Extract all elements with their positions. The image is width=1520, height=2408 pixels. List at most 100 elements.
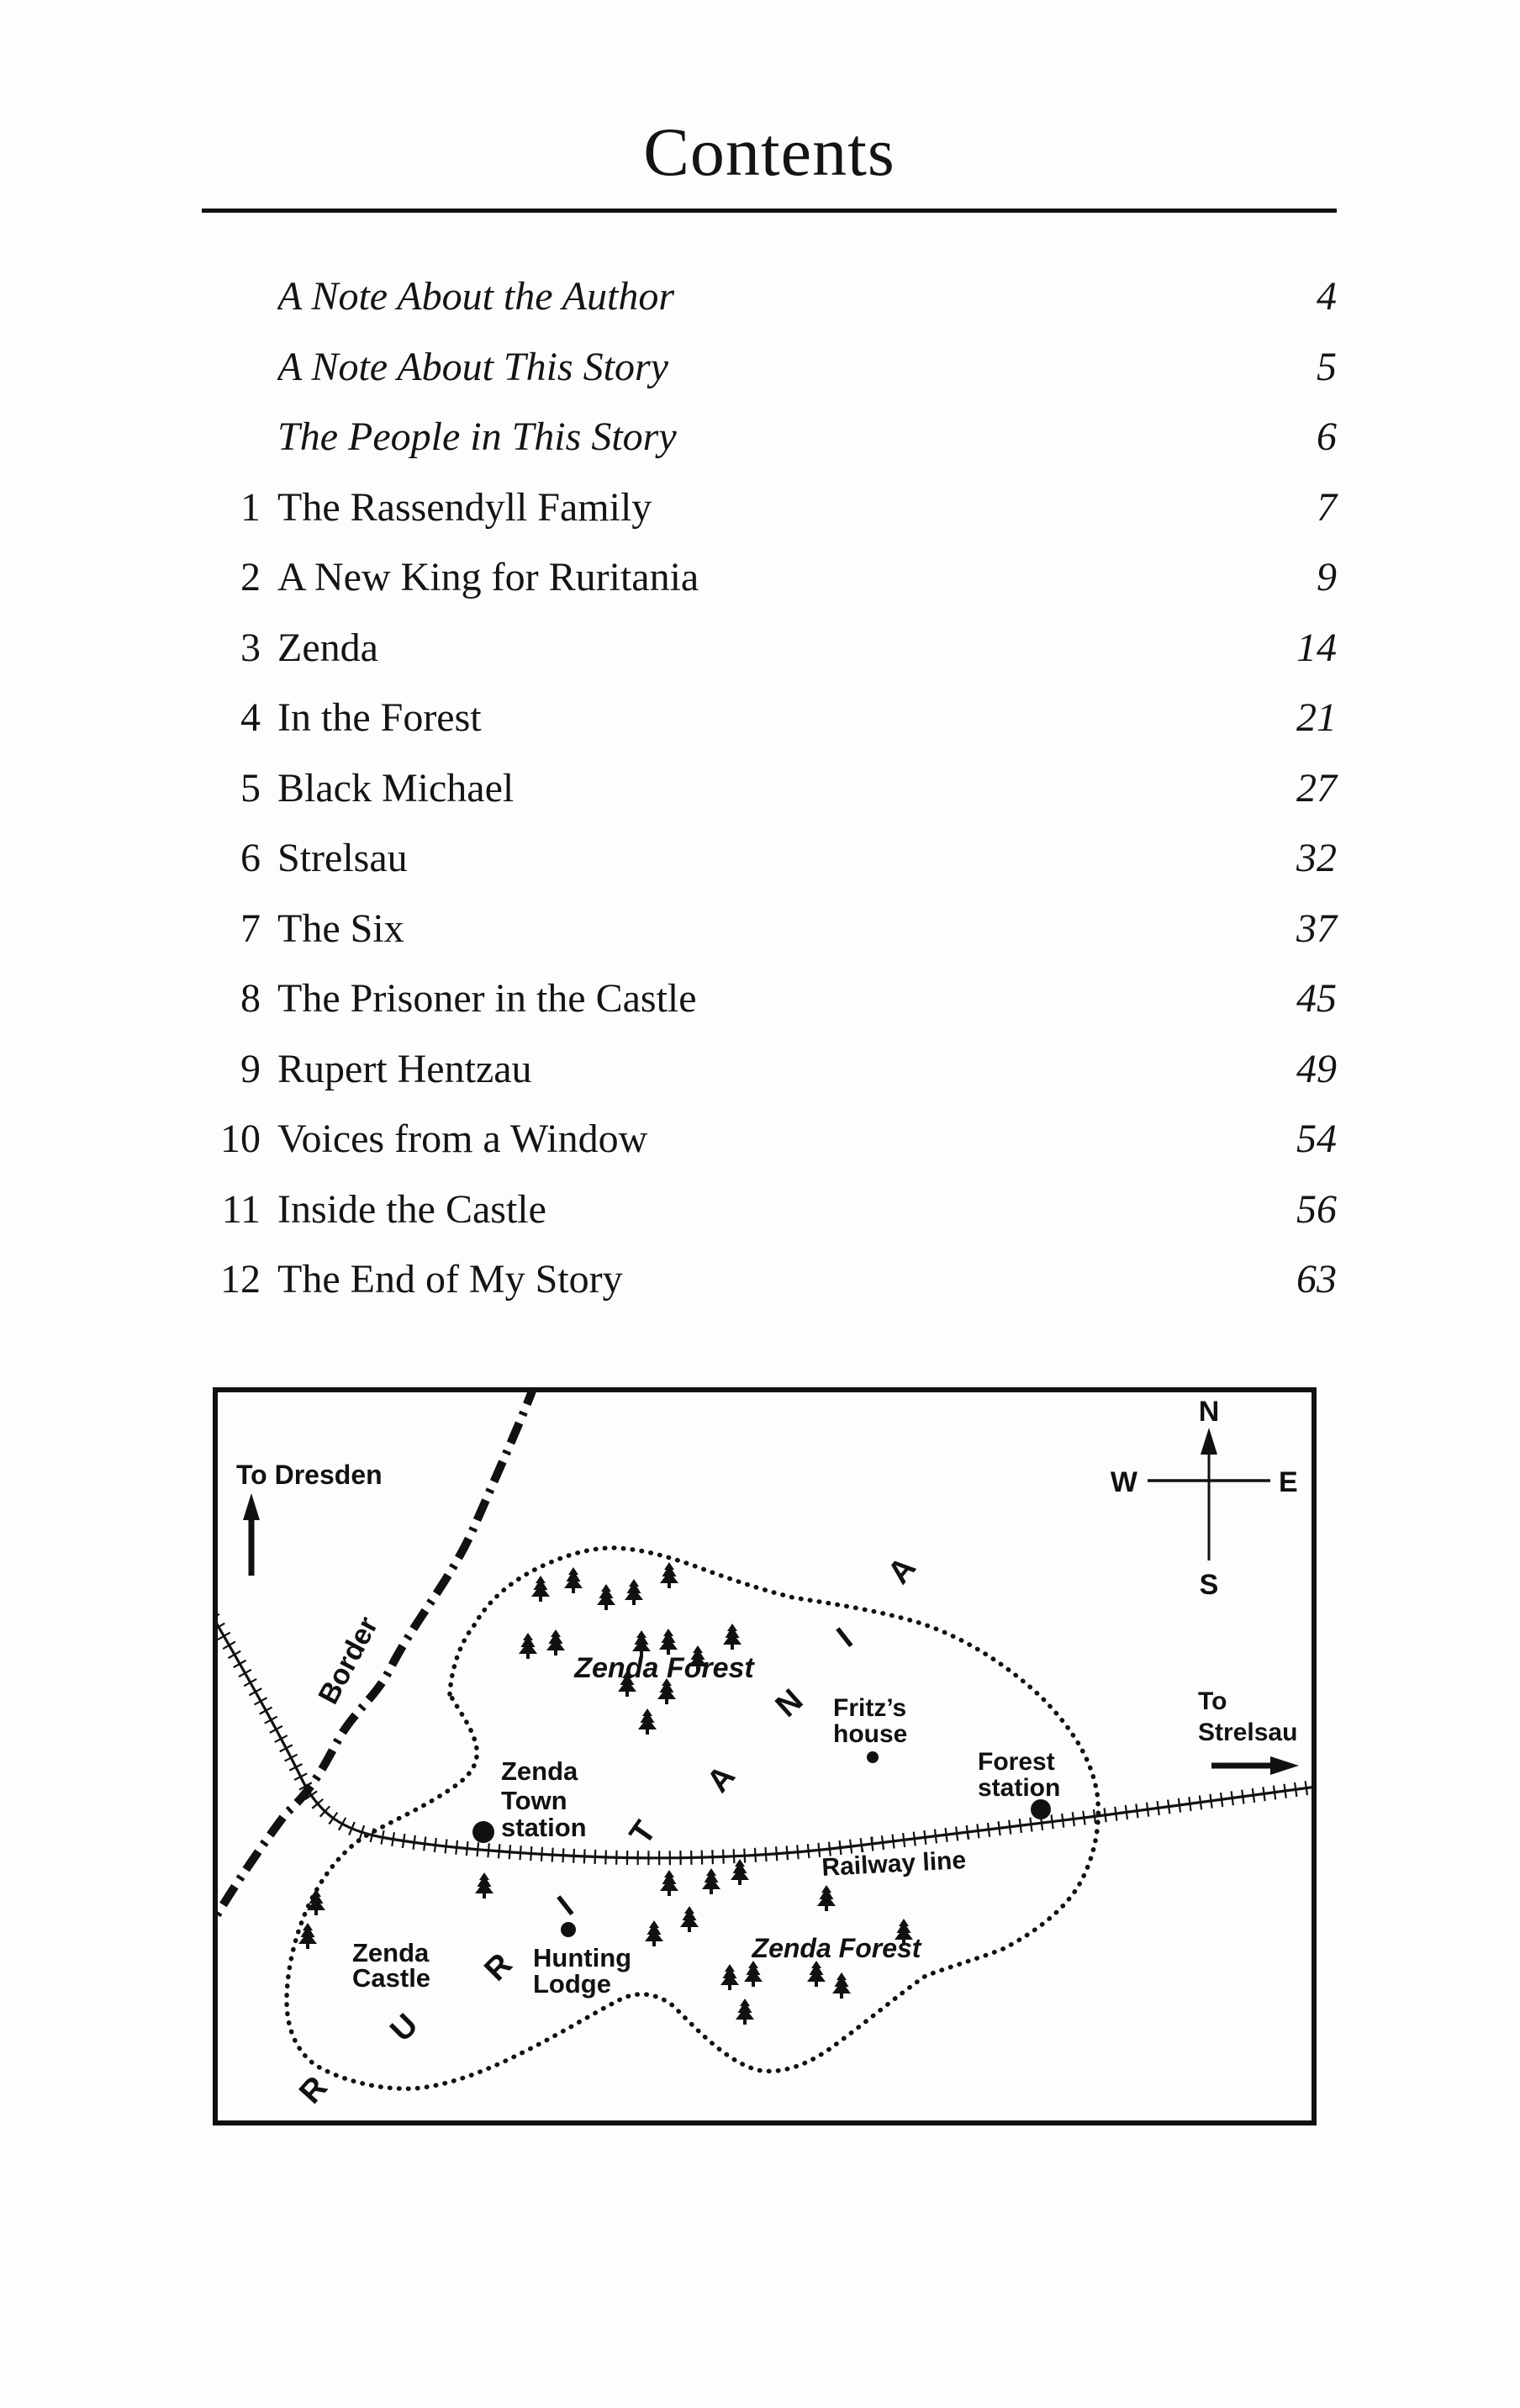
page-title: Contents — [643, 114, 895, 190]
entry-title: The End of My Story — [277, 1257, 623, 1302]
pine-tree-icon — [659, 1629, 678, 1655]
entry-page: 54 — [1296, 1117, 1337, 1162]
hunting-lodge-label: Hunting Lodge — [533, 1943, 639, 1999]
entry-page: 21 — [1296, 695, 1337, 741]
country-letter: U — [383, 2007, 425, 2048]
fritzs-house-dot — [867, 1751, 879, 1763]
pine-tree-icon — [807, 1961, 826, 1987]
entry-title: The Rassendyll Family — [277, 484, 652, 530]
pine-tree-icon — [832, 1972, 851, 1999]
pine-tree-icon — [531, 1576, 550, 1602]
compass-n: N — [1199, 1396, 1220, 1428]
label-line: house — [833, 1720, 907, 1748]
zenda-castle-label: Zenda Castle — [352, 1938, 436, 1993]
railway-line — [213, 1616, 1317, 1860]
to-dresden-label: To Dresden — [236, 1460, 383, 1490]
compass-s: S — [1200, 1569, 1219, 1601]
pine-tree-icon — [744, 1961, 763, 1987]
railway-line-label: Railway line — [821, 1846, 967, 1882]
border-line — [213, 1387, 538, 1930]
country-letter: A — [881, 1550, 923, 1591]
entry-title: Inside the Castle — [277, 1186, 546, 1232]
pine-tree-icon — [475, 1872, 493, 1898]
strelsau-arrowhead-icon — [1270, 1756, 1299, 1775]
chapter-number: 6 — [240, 836, 261, 881]
zenda-town-station-dot — [472, 1821, 494, 1843]
label-line: To — [1198, 1687, 1227, 1715]
title-rule — [202, 209, 1337, 213]
label-line: Hunting — [533, 1943, 631, 1972]
toc-row: 6 Strelsau 32 — [202, 823, 1337, 894]
dresden-arrowhead-icon — [243, 1493, 260, 1520]
pine-tree-icon — [298, 1923, 317, 1949]
pine-tree-icon — [625, 1579, 643, 1605]
entry-title: A New King for Ruritania — [277, 555, 699, 600]
toc-row: The People in This Story 6 — [202, 402, 1337, 473]
label-line: Fritz’s — [833, 1694, 906, 1722]
pine-tree-icon — [645, 1920, 663, 1946]
pine-tree-icon — [564, 1567, 583, 1593]
compass-rose: N W E S — [1111, 1396, 1298, 1601]
pine-tree-icon — [817, 1885, 836, 1911]
entry-page: 56 — [1296, 1186, 1337, 1232]
entry-title: The People in This Story — [277, 415, 677, 460]
toc-row: 12 The End of My Story 63 — [202, 1244, 1337, 1315]
entry-page: 6 — [1317, 415, 1337, 460]
entry-page: 49 — [1296, 1046, 1337, 1091]
country-letter: R — [293, 2070, 335, 2111]
pine-tree-icon — [731, 1859, 749, 1885]
pine-tree-icon — [660, 1870, 678, 1896]
ruritania-letters: R U R I T A N I A — [293, 1550, 923, 2110]
entry-title: Black Michael — [277, 765, 515, 811]
toc-row: 5 Black Michael 27 — [202, 753, 1337, 824]
chapter-number: 5 — [240, 765, 261, 811]
entry-page: 7 — [1317, 484, 1337, 530]
hunting-lodge-dot — [561, 1922, 576, 1937]
toc-row: 9 Rupert Hentzau 49 — [202, 1034, 1337, 1105]
pine-tree-icon — [723, 1624, 742, 1650]
entry-page: 9 — [1317, 555, 1337, 600]
chapter-number: 8 — [240, 976, 261, 1022]
toc-row: 7 The Six 37 — [202, 894, 1337, 964]
compass-w: W — [1111, 1466, 1138, 1498]
label-line: Town — [501, 1786, 567, 1815]
toc-row: A Note About This Story 5 — [202, 332, 1337, 403]
chapter-number: 7 — [240, 906, 261, 951]
chapter-number: 9 — [240, 1046, 261, 1091]
entry-page: 4 — [1317, 274, 1337, 319]
label-line: station — [501, 1813, 587, 1842]
label-line: Castle — [352, 1963, 430, 1993]
label-line: Lodge — [533, 1969, 611, 1999]
pine-tree-icon — [638, 1708, 657, 1735]
country-letter: R — [478, 1946, 519, 1988]
entry-page: 5 — [1317, 344, 1337, 389]
pine-tree-icon — [546, 1629, 565, 1656]
entry-page: 14 — [1296, 625, 1337, 670]
compass-north-arrowhead-icon — [1201, 1428, 1217, 1455]
entry-title: A Note About This Story — [277, 344, 668, 389]
chapter-number: 11 — [221, 1186, 261, 1232]
pine-tree-icon — [736, 1999, 754, 2025]
toc-row: 2 A New King for Ruritania 9 — [202, 542, 1337, 613]
toc-row: 3 Zenda 14 — [202, 613, 1337, 684]
pine-tree-icon — [597, 1584, 615, 1610]
pine-tree-icon — [680, 1906, 699, 1932]
entry-title: A Note About the Author — [277, 274, 675, 319]
chapter-number: 10 — [220, 1117, 261, 1162]
toc-rows: A Note About the Author 4 A Note About T… — [202, 261, 1337, 1315]
chapter-number: 2 — [240, 555, 261, 600]
forest-station-dot — [1031, 1799, 1051, 1819]
compass-e: E — [1279, 1466, 1298, 1498]
label-line: Strelsau — [1198, 1719, 1297, 1746]
label-line: Zenda — [352, 1938, 430, 1967]
entry-title: In the Forest — [277, 695, 482, 741]
country-letter: I — [831, 1621, 859, 1655]
to-strelsau-label: To Strelsau — [1198, 1687, 1297, 1746]
toc-row: 11 Inside the Castle 56 — [202, 1175, 1337, 1245]
pine-tree-icon — [720, 1964, 739, 1990]
toc-row: 1 The Rassendyll Family 7 — [202, 473, 1337, 543]
entry-title: Rupert Hentzau — [277, 1046, 532, 1091]
chapter-number: 1 — [240, 484, 261, 530]
pine-tree-icon — [702, 1868, 720, 1894]
